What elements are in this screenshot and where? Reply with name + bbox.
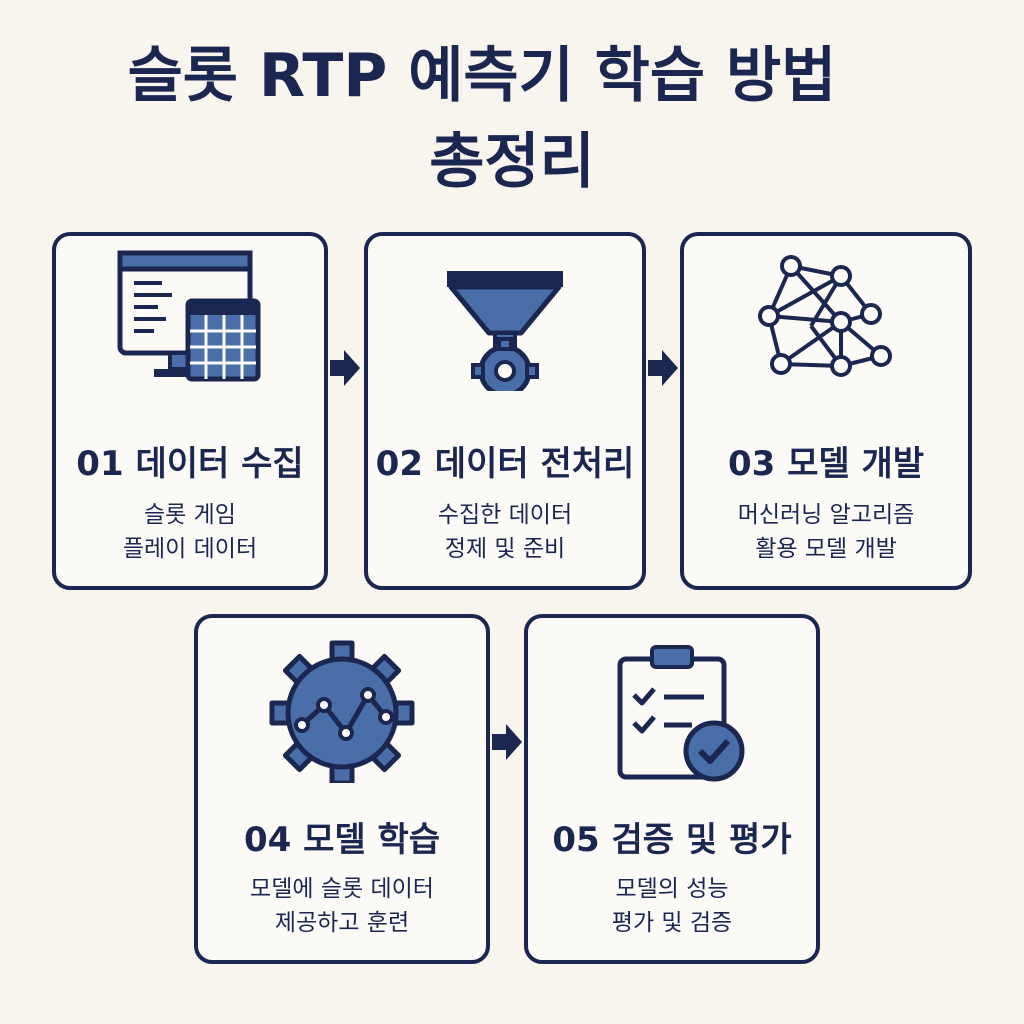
step-card-04: 04 모델 학습 모델에 슬롯 데이터 제공하고 훈련 xyxy=(194,614,490,964)
page-title-line2: 총정리 xyxy=(429,127,595,197)
funnel-gear-icon xyxy=(368,236,642,396)
step-desc-line2: 정제 및 준비 xyxy=(444,536,566,562)
step-desc-line1: 머신러닝 알고리즘 xyxy=(737,502,915,528)
step-desc-line1: 모델에 슬롯 데이터 xyxy=(250,876,434,902)
step-heading: 01 데이터 수집 xyxy=(76,444,304,484)
arrow-right-icon xyxy=(492,724,522,760)
page-title-line1: 슬롯 RTP 예측기 학습 방법 xyxy=(127,41,837,111)
step-desc-line2: 제공하고 훈련 xyxy=(274,910,410,936)
step-card-02: 02 데이터 전처리 수집한 데이터 정제 및 준비 xyxy=(364,232,646,590)
step-desc-line1: 수집한 데이터 xyxy=(437,502,573,528)
step-heading: 02 데이터 전처리 xyxy=(375,444,635,484)
arrow-right-icon xyxy=(330,350,360,386)
arrow-right-icon xyxy=(648,350,678,386)
step-desc-line2: 활용 모델 개발 xyxy=(755,536,897,562)
step-desc-line1: 모델의 성능 xyxy=(615,876,729,902)
neural-network-icon xyxy=(684,236,968,396)
step-heading: 04 모델 학습 xyxy=(243,820,441,860)
clipboard-check-icon xyxy=(528,628,816,788)
step-card-03: 03 모델 개발 머신러닝 알고리즘 활용 모델 개발 xyxy=(680,232,972,590)
step-card-01: 01 데이터 수집 슬롯 게임 플레이 데이터 xyxy=(52,232,328,590)
gear-chart-icon xyxy=(198,628,486,788)
step-desc-line2: 플레이 데이터 xyxy=(122,536,258,562)
monitor-spreadsheet-icon xyxy=(56,236,324,396)
step-desc-line2: 평가 및 검증 xyxy=(611,910,733,936)
step-desc-line1: 슬롯 게임 xyxy=(144,502,236,528)
step-heading: 03 모델 개발 xyxy=(727,444,925,484)
step-card-05: 05 검증 및 평가 모델의 성능 평가 및 검증 xyxy=(524,614,820,964)
step-heading: 05 검증 및 평가 xyxy=(552,820,792,860)
